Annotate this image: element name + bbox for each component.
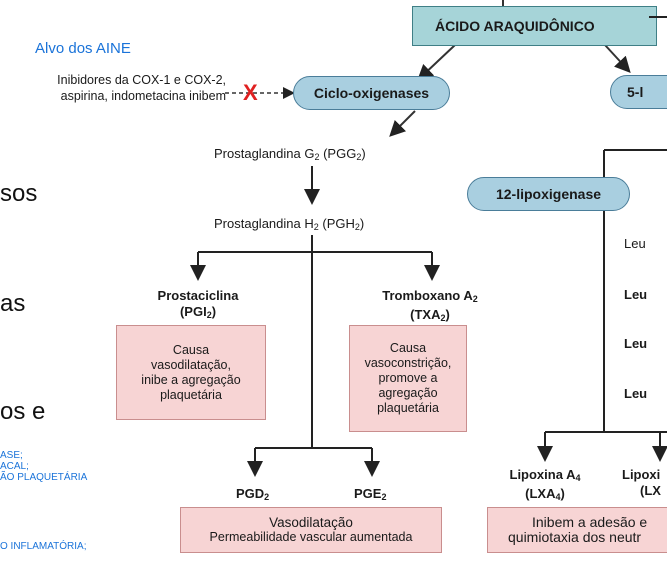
arrow-ciclo-to-pgg2	[389, 110, 416, 137]
prostaciclina-effect-box: Causa vasodilatação, inibe a agregação p…	[116, 325, 266, 420]
slide-blue-3: ÃO PLAQUETÁRIA	[0, 472, 88, 483]
arrow-acido-to-5lipo	[604, 44, 631, 73]
inhibitors-line-1: Inibidores da COX-1 e COX-2,	[57, 73, 226, 87]
pgd2-text: PGD	[236, 486, 265, 501]
pgh2-sub2: 2	[354, 222, 360, 232]
lipoxina-abbr-sub: 4	[555, 492, 561, 502]
lipoxi2-line-2: (LX	[640, 483, 661, 498]
ciclo-oxigenases-label: Ciclo-oxigenases	[313, 85, 430, 101]
slide-fragment-2: as	[0, 290, 26, 317]
prostaciclina-title: Prostaciclina (PGI2)	[138, 288, 258, 323]
pge2-text: PGE	[354, 486, 382, 501]
inhibitors-text: Inibidores da COX-1 e COX-2, aspirina, i…	[4, 72, 226, 104]
pgd2-label: PGD2	[236, 486, 269, 505]
pgg2-end: )	[361, 146, 366, 161]
pgh2-text: Prostaglandina H	[214, 216, 314, 231]
prostaciclina-effect-1: Causa	[172, 342, 210, 357]
tromboxano-line-2: (TXA2)	[365, 307, 495, 326]
prostaciclina-sub: 2	[206, 310, 212, 320]
pge2-sub: 2	[381, 492, 387, 502]
tromboxano-effect-2: vasoconstrição,	[364, 356, 452, 370]
acido-right-connector	[649, 16, 667, 34]
pgd-pge-effect-1: Vasodilatação	[269, 515, 353, 530]
lipoxina-sub: 4	[575, 473, 581, 483]
tromboxano-effect-box: Causa vasoconstrição, promove a agregaçã…	[349, 325, 467, 432]
five-lipoxigenase-label: 5-l	[627, 84, 644, 100]
pgh2-mid: (PGH	[318, 216, 355, 231]
leu-label-4: Leu	[624, 386, 648, 401]
acido-araquidonico-label: ÁCIDO ARAQUIDÔNICO	[435, 18, 595, 34]
slide-blue-4: O INFLAMATÓRIA;	[0, 541, 87, 552]
five-lipoxigenase-pill: 5-l	[610, 75, 667, 109]
inhibitors-line-2: aspirina, indometacina inibem	[60, 89, 226, 103]
prostaciclina-end: )	[211, 304, 217, 319]
pge2-label: PGE2	[354, 486, 386, 505]
pgg2-mid: (PGG	[319, 146, 357, 161]
pgd-pge-effect-box: Vasodilatação Permeabilidade vascular au…	[180, 507, 442, 553]
arrow-acido-to-ciclo	[417, 44, 456, 81]
pgg2-text: Prostaglandina G	[214, 146, 315, 161]
prostaciclina-effect-4: plaquetária	[160, 387, 222, 402]
leu-label-2: Leu	[624, 287, 648, 302]
pgg2-sub2: 2	[356, 152, 362, 162]
lipoxi2-line-1: Lipoxi	[622, 467, 661, 482]
tromboxano-effect-3: promove a	[378, 371, 438, 385]
pgd2-sub: 2	[264, 492, 270, 502]
lipoxina-line-2: (LXA4)	[500, 486, 590, 505]
pgg2-sub: 2	[314, 152, 320, 162]
lipoxina-end: )	[560, 486, 565, 501]
lipoxina-text: Lipoxina A	[509, 467, 576, 482]
tromboxano-text: Tromboxano A	[382, 288, 473, 303]
pgh2-label: Prostaglandina H2 (PGH2)	[214, 216, 364, 232]
target-label: Alvo dos AINE	[35, 40, 131, 57]
twelve-lipoxigenase-label: 12-lipoxigenase	[495, 186, 602, 202]
prostaciclina-abbr: (PGI	[179, 304, 207, 319]
prostaciclina-effect-3: inibe a agregação	[141, 372, 241, 387]
lipoxina-abbr: (LXA	[525, 486, 556, 501]
acido-araquidonico-box: ÁCIDO ARAQUIDÔNICO	[412, 6, 657, 46]
tromboxano-sub: 2	[472, 294, 478, 304]
pgd-pge-effect-2: Permeabilidade vascular aumentada	[209, 530, 413, 544]
pgh2-sub: 2	[313, 222, 319, 232]
tromboxano-effect-1: Causa	[389, 341, 427, 355]
slide-fragment-1: sos	[0, 180, 38, 207]
prostaciclina-line-2: (PGI2)	[138, 304, 258, 323]
lipoxina-line-1: Lipoxina A4	[500, 467, 590, 486]
twelve-lipoxigenase-pill: 12-lipoxigenase	[467, 177, 630, 211]
inhibit-x-icon: X	[243, 80, 258, 105]
tromboxano-end: )	[445, 307, 450, 322]
lipoxina-title: Lipoxina A4 (LXA4)	[500, 467, 590, 505]
slide-blue-1: ASE;	[0, 450, 23, 461]
leu-label-1: Leu	[624, 236, 646, 251]
lipoxi2-title: Lipoxi (LX	[622, 467, 667, 499]
slide-blue-list: ASE; ACAL; ÃO PLAQUETÁRIA	[0, 450, 87, 483]
tromboxano-abbr-sub: 2	[440, 313, 446, 323]
leu-label-3: Leu	[624, 336, 648, 351]
pgg2-label: Prostaglandina G2 (PGG2)	[214, 146, 366, 162]
tromboxano-abbr: (TXA	[410, 307, 441, 322]
lipoxina-effect-2: quimiotaxia dos neutr	[508, 529, 642, 545]
slide-blue-2: ACAL;	[0, 461, 29, 472]
ciclo-oxigenases-pill: Ciclo-oxigenases	[293, 76, 450, 110]
tromboxano-effect-4: agregação	[378, 386, 438, 400]
lipoxina-effect-box: Inibem a adesão e quimiotaxia dos neutr	[487, 507, 667, 553]
prostaciclina-line-1: Prostaciclina	[157, 288, 239, 303]
lipoxina-effect-1: Inibem a adesão e	[532, 514, 648, 530]
tromboxano-line-1: Tromboxano A2	[365, 288, 495, 307]
tromboxano-effect-5: plaquetária	[377, 401, 439, 415]
slide-fragment-3: os e	[0, 398, 46, 425]
prostaciclina-effect-2: vasodilatação,	[151, 357, 231, 372]
tromboxano-title: Tromboxano A2 (TXA2)	[365, 288, 495, 326]
pgh2-end: )	[359, 216, 365, 231]
